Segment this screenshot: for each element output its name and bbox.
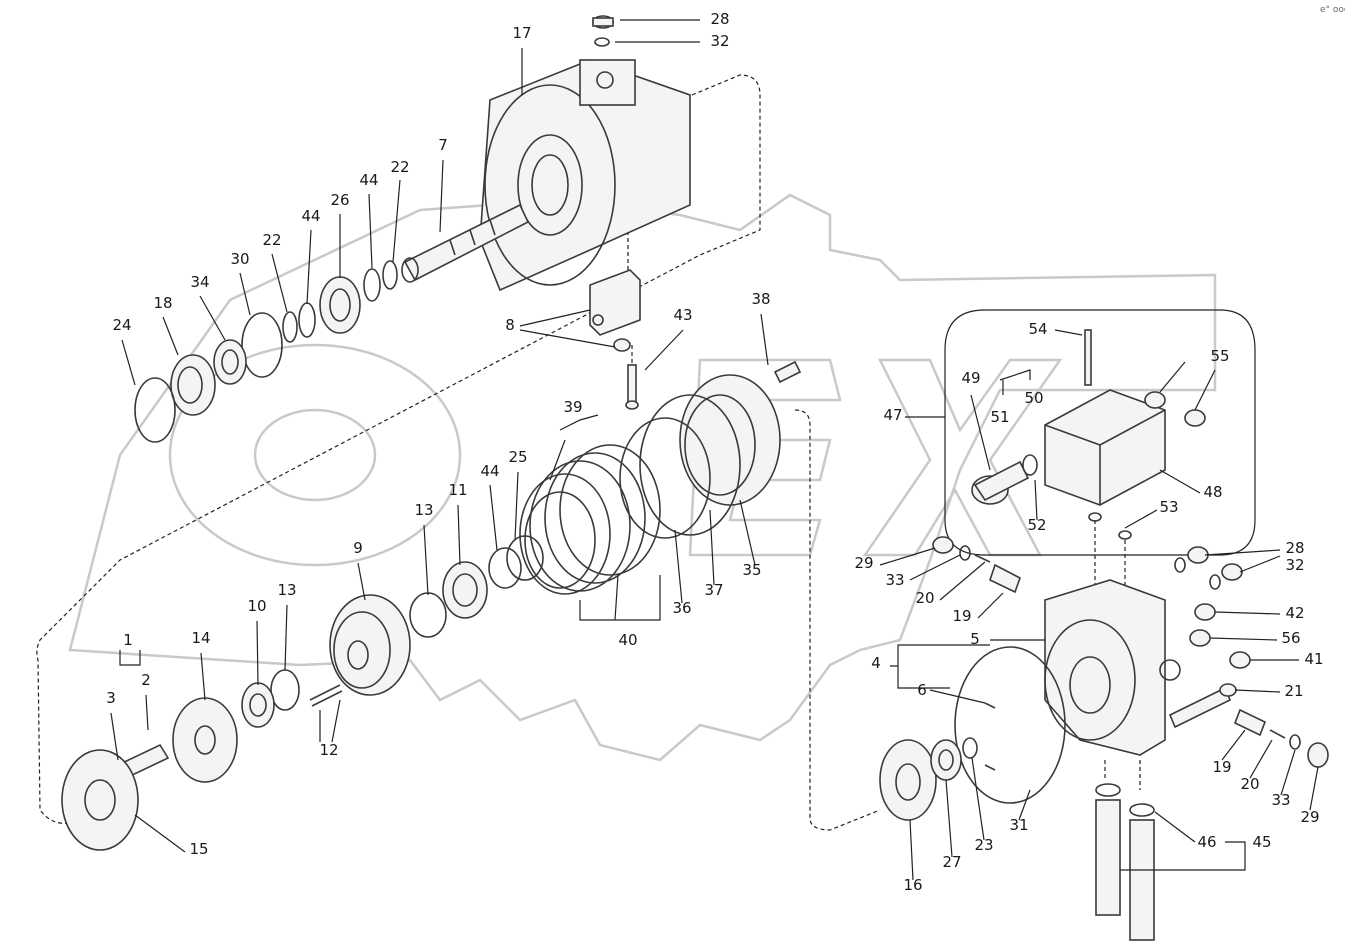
corner-mark: e° ooo bbox=[1320, 5, 1345, 15]
oring-31 bbox=[954, 646, 1066, 804]
callout-2: 2 bbox=[141, 671, 151, 689]
disc-pack-40 bbox=[519, 444, 661, 595]
callout-42: 42 bbox=[1285, 604, 1304, 622]
spools-45 bbox=[1095, 783, 1155, 941]
callout-36: 36 bbox=[672, 599, 691, 617]
relief-valve-19-left bbox=[932, 536, 1021, 594]
callout-18: 18 bbox=[153, 294, 172, 312]
spring-38 bbox=[773, 360, 802, 384]
callout-6: 6 bbox=[917, 681, 927, 699]
callout-25: 25 bbox=[508, 448, 527, 466]
callout-48: 48 bbox=[1203, 483, 1222, 501]
bolt-43 bbox=[625, 364, 639, 410]
callout-28a: 28 bbox=[710, 10, 729, 28]
leader-lines bbox=[110, 19, 1319, 881]
callout-17: 17 bbox=[512, 24, 531, 42]
callout-14: 14 bbox=[191, 629, 210, 647]
callout-51: 51 bbox=[990, 408, 1009, 426]
callout-24: 24 bbox=[112, 316, 131, 334]
callout-22a: 22 bbox=[390, 158, 409, 176]
callout-30: 30 bbox=[230, 250, 249, 268]
callout-13a: 13 bbox=[414, 501, 433, 519]
callout-37: 37 bbox=[704, 581, 723, 599]
callout-45: 45 bbox=[1252, 833, 1271, 851]
end-cover-5 bbox=[1044, 579, 1181, 756]
callout-26: 26 bbox=[330, 191, 349, 209]
callout-21: 21 bbox=[1284, 682, 1303, 700]
callout-52: 52 bbox=[1027, 516, 1046, 534]
callout-23: 23 bbox=[974, 836, 993, 854]
callout-16: 16 bbox=[903, 876, 922, 894]
callout-33b: 33 bbox=[1271, 791, 1290, 809]
callout-19b: 19 bbox=[1212, 758, 1231, 776]
callout-15: 15 bbox=[189, 840, 208, 858]
callout-27: 27 bbox=[942, 853, 961, 871]
callout-22b: 22 bbox=[262, 231, 281, 249]
cylinder-barrel-9 bbox=[329, 594, 411, 696]
callout-8: 8 bbox=[505, 316, 515, 334]
callout-5: 5 bbox=[970, 630, 980, 648]
valve-block-group-47 bbox=[944, 309, 1256, 556]
callout-46: 46 bbox=[1197, 833, 1216, 851]
callout-49: 49 bbox=[961, 369, 980, 387]
housing-17 bbox=[479, 59, 691, 292]
plug-28-top bbox=[592, 15, 614, 47]
pins-bearing-10 bbox=[241, 669, 343, 728]
plugs-right bbox=[1174, 546, 1251, 669]
callout-41: 41 bbox=[1304, 650, 1323, 668]
callout-3: 3 bbox=[106, 689, 116, 707]
callout-1: 1 bbox=[123, 631, 133, 649]
plate-14 bbox=[172, 697, 238, 783]
callout-55: 55 bbox=[1210, 347, 1229, 365]
callout-53: 53 bbox=[1159, 498, 1178, 516]
callout-56: 56 bbox=[1281, 629, 1300, 647]
shaft-7 bbox=[401, 203, 530, 283]
rings-spring-11 bbox=[409, 535, 544, 638]
callout-29a: 29 bbox=[854, 554, 873, 572]
callout-12: 12 bbox=[319, 741, 338, 759]
callout-40: 40 bbox=[618, 631, 637, 649]
callout-29b: 29 bbox=[1300, 808, 1319, 826]
callout-13b: 13 bbox=[277, 581, 296, 599]
callout-20a: 20 bbox=[915, 589, 934, 607]
callout-31: 31 bbox=[1009, 816, 1028, 834]
callout-47: 47 bbox=[883, 406, 902, 424]
block-8 bbox=[589, 269, 641, 352]
callout-20b: 20 bbox=[1240, 775, 1259, 793]
callout-33a: 33 bbox=[885, 571, 904, 589]
callout-4: 4 bbox=[871, 654, 881, 672]
piston-35 bbox=[619, 374, 781, 539]
relief-valve-19-right bbox=[1233, 708, 1329, 768]
callout-19a: 19 bbox=[952, 607, 971, 625]
valve-plate-16 bbox=[879, 737, 978, 821]
callout-9: 9 bbox=[353, 539, 363, 557]
callout-44a: 44 bbox=[359, 171, 378, 189]
callout-35: 35 bbox=[742, 561, 761, 579]
bearing-rings-row bbox=[134, 260, 398, 443]
callout-50: 50 bbox=[1024, 389, 1043, 407]
bolt-21 bbox=[1168, 683, 1237, 729]
swash-plate-15 bbox=[61, 749, 139, 851]
callout-54: 54 bbox=[1028, 320, 1047, 338]
callout-34: 34 bbox=[190, 273, 209, 291]
callout-32a: 32 bbox=[710, 32, 729, 50]
callout-39: 39 bbox=[563, 398, 582, 416]
callout-43: 43 bbox=[673, 306, 692, 324]
callout-10: 10 bbox=[247, 597, 266, 615]
callout-7: 7 bbox=[438, 136, 448, 154]
callout-38: 38 bbox=[751, 290, 770, 308]
callout-32b: 32 bbox=[1285, 556, 1304, 574]
callout-44b: 44 bbox=[301, 207, 320, 225]
callout-11: 11 bbox=[448, 481, 467, 499]
callout-44c: 44 bbox=[480, 462, 499, 480]
callout-28b: 28 bbox=[1285, 539, 1304, 557]
